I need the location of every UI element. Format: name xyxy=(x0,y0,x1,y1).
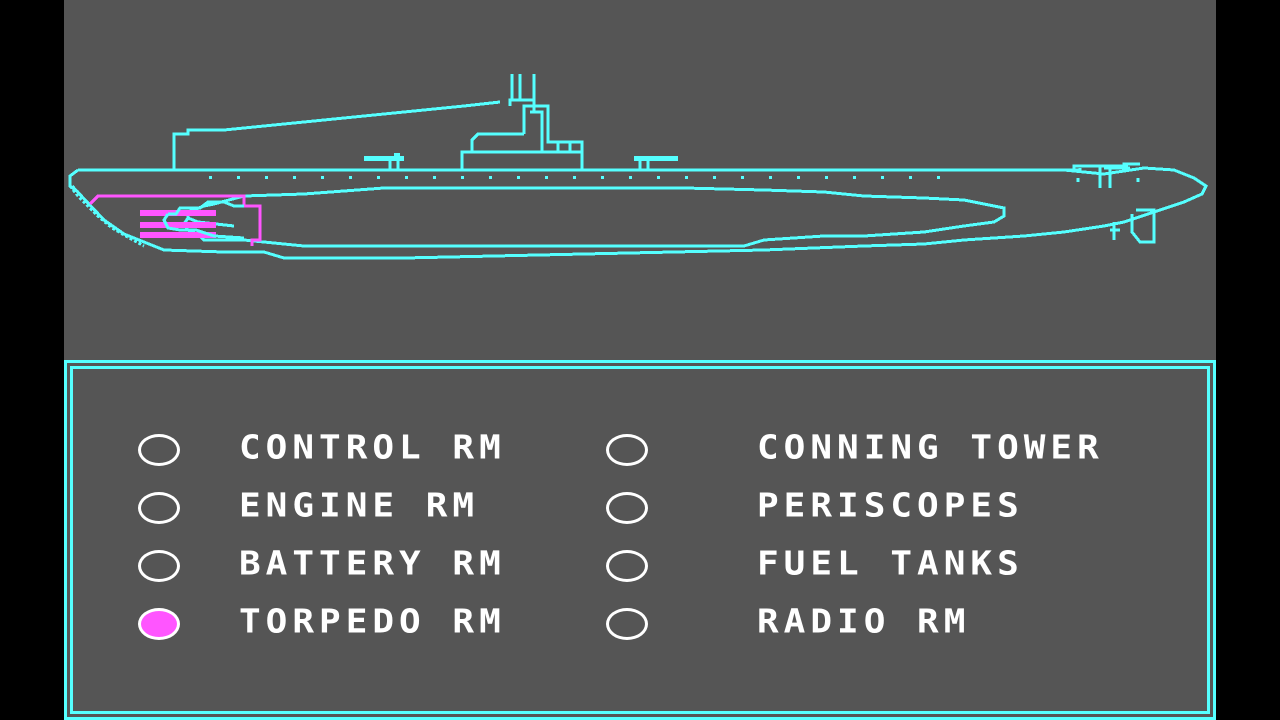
radio-button-icon[interactable] xyxy=(606,550,648,582)
option-periscopes[interactable]: PERISCOPES xyxy=(606,488,1146,532)
radio-button-icon[interactable] xyxy=(138,492,180,524)
radio-button-icon[interactable] xyxy=(138,550,180,582)
game-screen: CONTROL RM ENGINE RM BATTERY RM TORPEDO … xyxy=(64,0,1216,720)
radio-button-icon[interactable] xyxy=(606,608,648,640)
option-label: FUEL TANKS xyxy=(757,545,1024,583)
option-label: RADIO RM xyxy=(757,603,971,641)
option-label: CONTROL RM xyxy=(239,429,506,467)
option-battery-rm[interactable]: BATTERY RM xyxy=(138,546,538,590)
option-control-rm[interactable]: CONTROL RM xyxy=(138,430,538,474)
option-label: PERISCOPES xyxy=(757,487,1024,525)
option-fuel-tanks[interactable]: FUEL TANKS xyxy=(606,546,1146,590)
option-label: CONNING TOWER xyxy=(757,429,1104,467)
option-label: ENGINE RM xyxy=(239,487,480,525)
option-label: TORPEDO RM xyxy=(239,603,506,641)
submarine-diagram xyxy=(64,0,1216,360)
radio-button-selected-icon[interactable] xyxy=(138,608,180,640)
option-torpedo-rm[interactable]: TORPEDO RM xyxy=(138,604,538,648)
compartment-menu-inner-border: CONTROL RM ENGINE RM BATTERY RM TORPEDO … xyxy=(70,366,1210,714)
radio-button-icon[interactable] xyxy=(138,434,180,466)
submarine-icon xyxy=(68,74,1208,260)
option-label: BATTERY RM xyxy=(239,545,506,583)
radio-button-icon[interactable] xyxy=(606,492,648,524)
compartment-menu: CONTROL RM ENGINE RM BATTERY RM TORPEDO … xyxy=(64,360,1216,720)
radio-button-icon[interactable] xyxy=(606,434,648,466)
option-conning-tower[interactable]: CONNING TOWER xyxy=(606,430,1146,474)
option-radio-rm[interactable]: RADIO RM xyxy=(606,604,1146,648)
option-engine-rm[interactable]: ENGINE RM xyxy=(138,488,538,532)
